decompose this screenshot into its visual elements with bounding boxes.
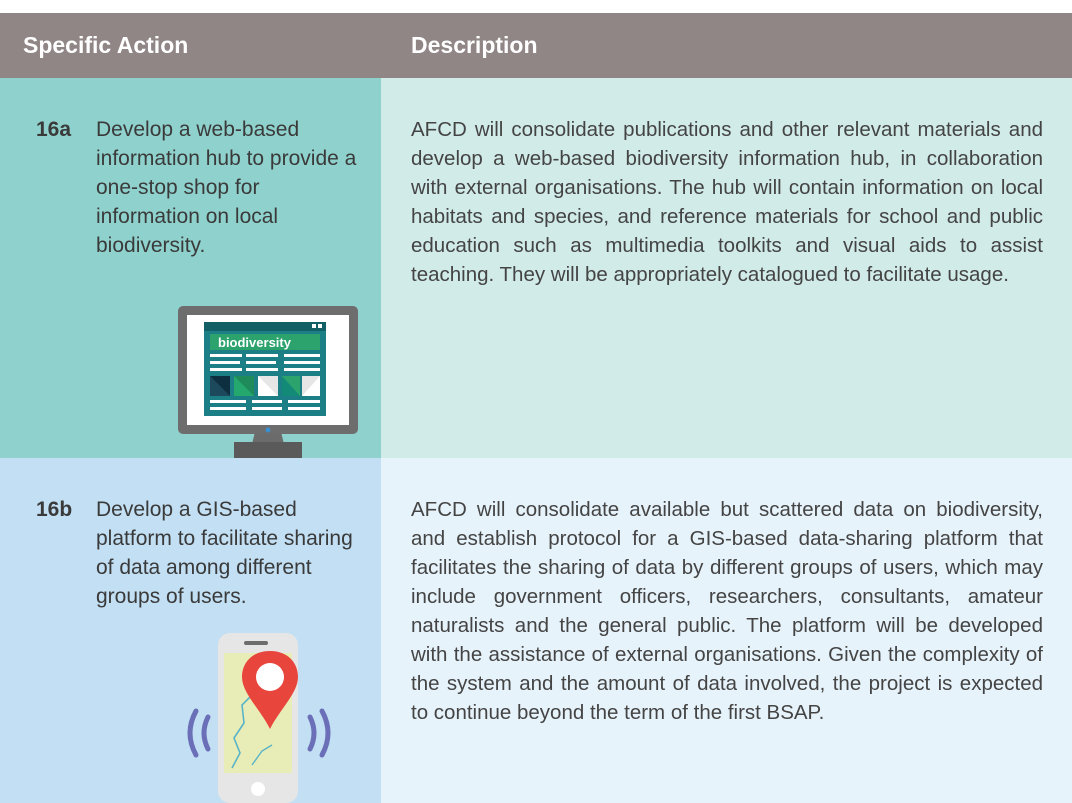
action-cell: 16b Develop a GIS-based platform to faci… (0, 458, 381, 803)
table-row: 16b Develop a GIS-based platform to faci… (0, 458, 1072, 803)
action-number: 16b (36, 498, 73, 521)
header-description: Description (411, 32, 538, 58)
description-cell: AFCD will consolidate publications and o… (381, 78, 1072, 458)
action-cell: 16a Develop a web-based information hub … (0, 78, 381, 458)
action-number: 16a (36, 118, 72, 141)
header-specific-action: Specific Action (23, 32, 189, 58)
action-text: Develop a GIS-based platform to facilita… (96, 498, 353, 608)
action-text: Develop a web-based information hub to p… (96, 118, 357, 257)
description-cell: AFCD will consolidate available but scat… (381, 458, 1072, 803)
phone-map-pin-icon (187, 633, 331, 803)
monitor-icon: biodiversity (178, 306, 358, 458)
table-header: Specific Action Description (0, 13, 1072, 78)
description-text: AFCD will consolidate available but scat… (411, 498, 1043, 724)
table-row: 16a Develop a web-based information hub … (0, 78, 1072, 458)
description-text: AFCD will consolidate publications and o… (411, 118, 1043, 286)
screen-logo: biodiversity (218, 335, 292, 350)
